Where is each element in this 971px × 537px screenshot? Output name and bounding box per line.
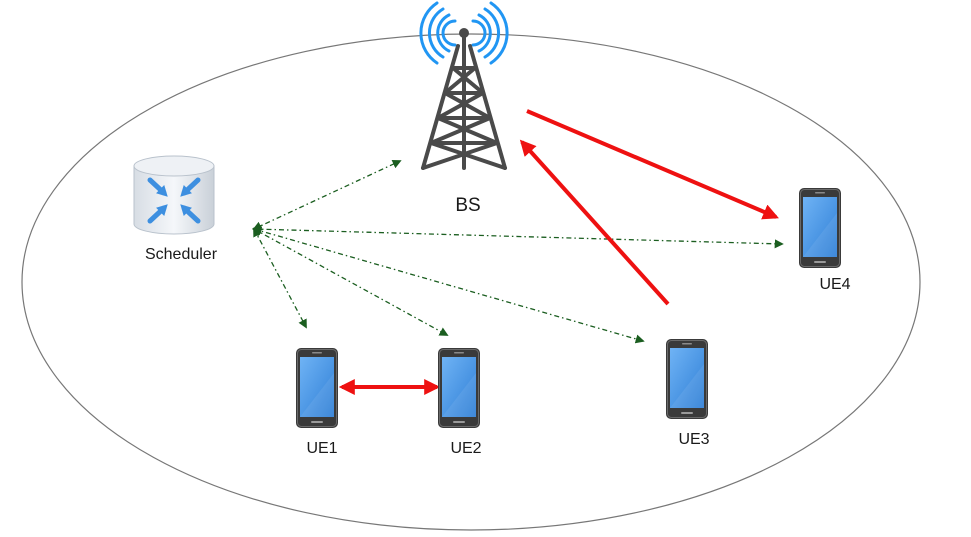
ue1-node: UE1 xyxy=(295,347,339,457)
ue3-label: UE3 xyxy=(678,431,709,448)
scheduler-label: Scheduler xyxy=(145,246,218,263)
smartphone-icon xyxy=(798,187,842,269)
ue4-node: UE4 xyxy=(798,187,851,293)
cell-tower-icon xyxy=(419,1,509,170)
smartphone-icon xyxy=(437,347,481,429)
signal-waves-icon xyxy=(419,1,509,65)
ue4-label: UE4 xyxy=(819,276,850,293)
ue1-label: UE1 xyxy=(306,440,337,457)
smartphone-icon xyxy=(295,347,339,429)
control-links xyxy=(252,159,784,344)
ue3-node: UE3 xyxy=(665,338,710,448)
data-link-ue3-bs xyxy=(519,139,670,306)
router-database-icon xyxy=(133,155,215,235)
control-link-scheduler-ue3 xyxy=(252,226,645,344)
bs-node: BS xyxy=(419,1,509,216)
data-links xyxy=(338,109,779,395)
bs-label: BS xyxy=(455,195,480,216)
smartphone-icon xyxy=(665,338,709,420)
control-link-scheduler-ue2 xyxy=(252,228,449,336)
ue2-node: UE2 xyxy=(437,347,482,457)
control-link-scheduler-ue4 xyxy=(252,224,784,249)
data-link-bs-ue4 xyxy=(526,109,779,220)
cell-coverage-boundary xyxy=(21,33,921,531)
control-link-scheduler-bs xyxy=(252,159,402,231)
ue2-label: UE2 xyxy=(450,440,481,457)
scheduler-node: Scheduler xyxy=(133,155,218,263)
